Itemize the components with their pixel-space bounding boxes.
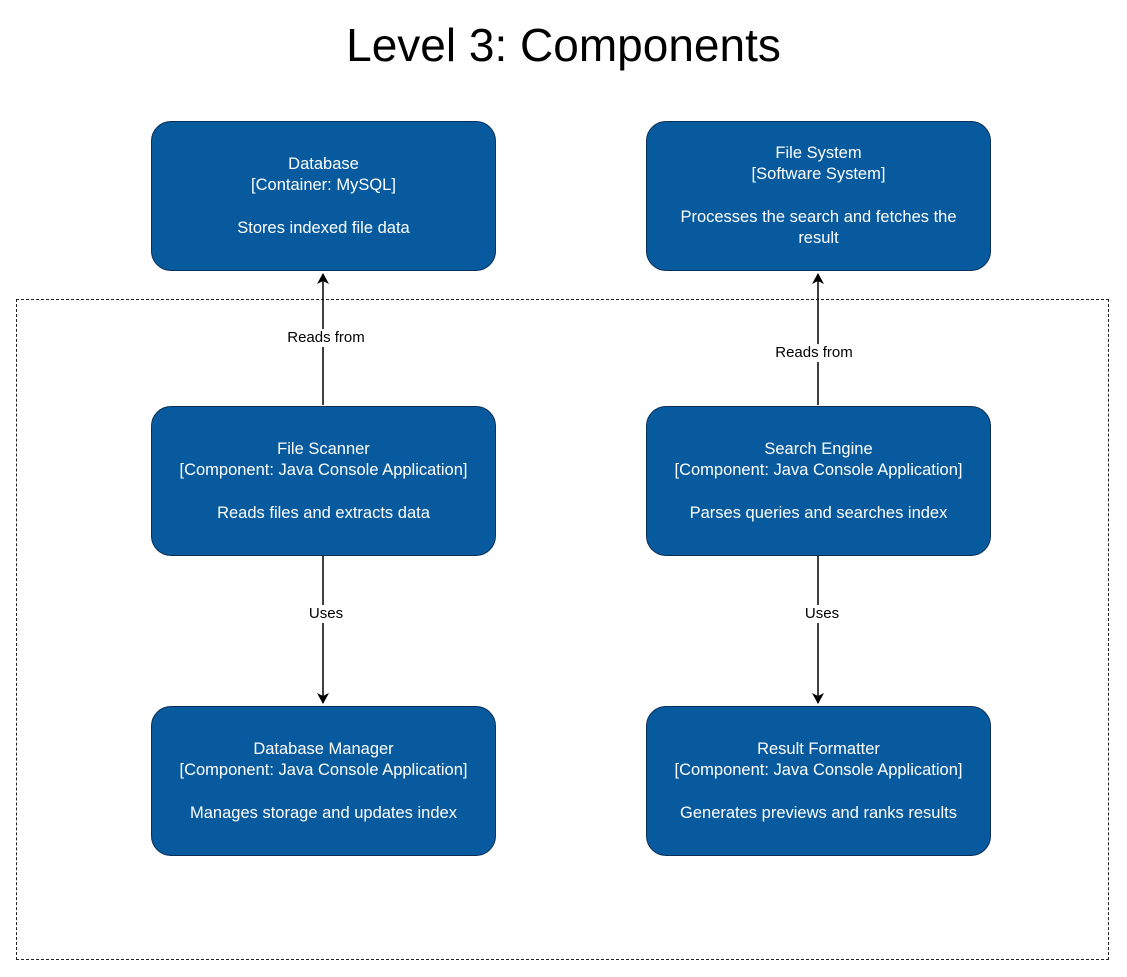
node-type: [Component: Java Console Application]	[674, 460, 963, 479]
edge-label-scanner-to-manager: Uses	[306, 605, 346, 623]
edge-label-engine-to-formatter: Uses	[802, 605, 842, 623]
node-description: Processes the search and fetches the res…	[680, 208, 957, 247]
node-name: Result Formatter	[757, 739, 880, 758]
node-type: [Component: Java Console Application]	[179, 460, 468, 479]
node-description: Stores indexed file data	[237, 218, 410, 237]
node-type: [Software System]	[751, 165, 886, 183]
node-description: Reads files and extracts data	[217, 503, 430, 522]
edge-label-scanner-to-database: Reads from	[285, 329, 367, 347]
node-name: Database Manager	[253, 739, 394, 758]
diagram-title: Level 3: Components	[346, 19, 781, 71]
node-description: Parses queries and searches index	[689, 503, 948, 522]
node-name: File Scanner	[277, 439, 370, 458]
node-database-manager[interactable]: Database Manager [Component: Java Consol…	[151, 706, 496, 856]
node-file-system[interactable]: File System [Software System] Processes …	[646, 121, 991, 271]
node-description: Generates previews and ranks results	[680, 803, 957, 822]
node-type: [Component: Java Console Application]	[674, 760, 963, 779]
node-name: File System	[775, 144, 862, 162]
node-search-engine[interactable]: Search Engine [Component: Java Console A…	[646, 406, 991, 556]
node-name: Database	[288, 154, 359, 173]
edge-label-engine-to-file-system: Reads from	[773, 344, 855, 362]
node-description: Manages storage and updates index	[190, 803, 457, 822]
node-type: [Component: Java Console Application]	[179, 760, 468, 779]
node-database[interactable]: Database [Container: MySQL] Stores index…	[151, 121, 496, 271]
node-result-formatter[interactable]: Result Formatter [Component: Java Consol…	[646, 706, 991, 856]
node-type: [Container: MySQL]	[251, 175, 396, 194]
node-file-scanner[interactable]: File Scanner [Component: Java Console Ap…	[151, 406, 496, 556]
node-name: Search Engine	[764, 439, 873, 458]
system-boundary	[16, 299, 1109, 960]
